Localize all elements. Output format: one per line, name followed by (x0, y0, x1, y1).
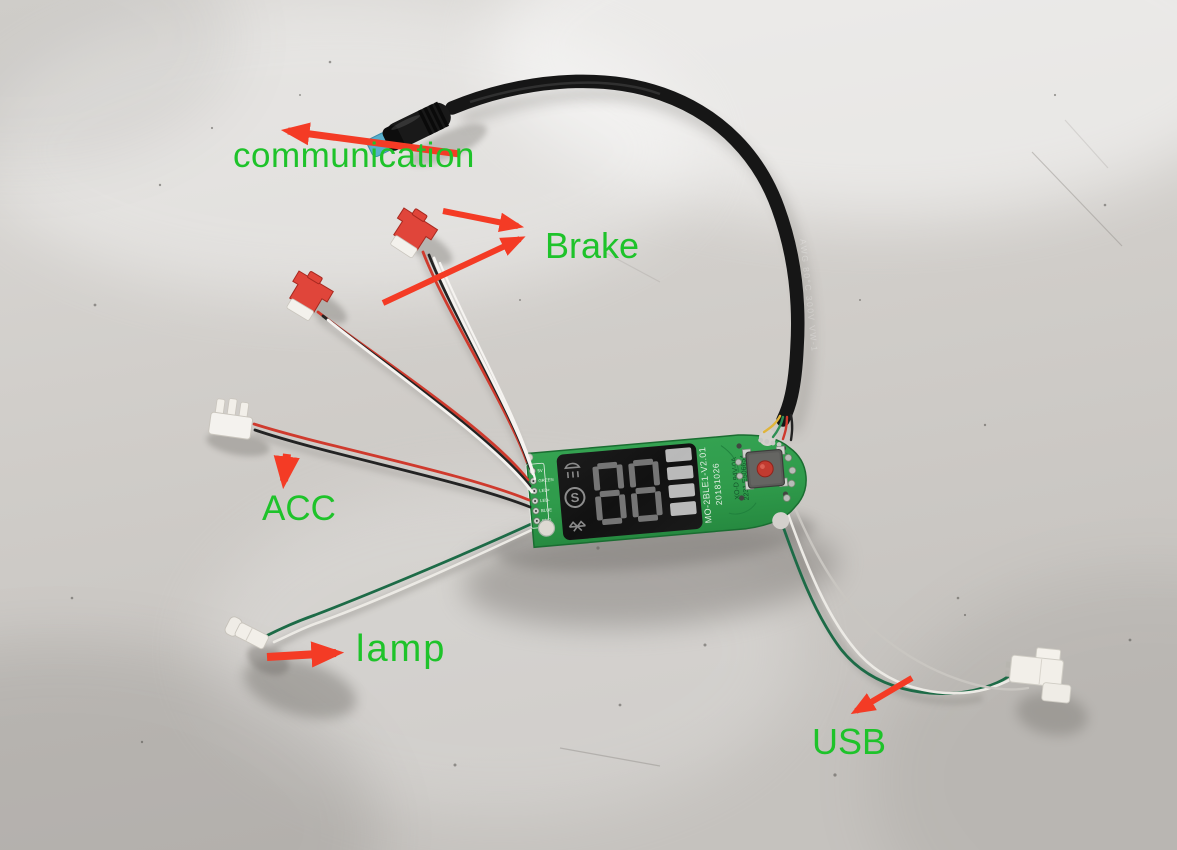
battery-bar (666, 465, 694, 481)
acc-housing (208, 411, 254, 440)
usb-connector-shadow (1016, 692, 1088, 736)
seven-segment-digit (592, 461, 627, 526)
lamp-wire-white (272, 525, 540, 644)
etched-marking-2: 2231 E506654 (740, 454, 751, 500)
brake-connector-1 (390, 207, 439, 259)
lamp-wire-green (264, 518, 542, 638)
pin-label: BLUE (541, 507, 553, 513)
usb-wire-green (778, 516, 1018, 695)
lamp-wires (264, 518, 542, 644)
acc-connector (208, 398, 254, 440)
usb-wire-white (786, 512, 1022, 695)
brake2-latch (307, 271, 323, 285)
acc-wire-black (253, 428, 532, 509)
power-button (742, 445, 789, 490)
cable-body (445, 74, 805, 427)
mounting-hole (537, 519, 556, 537)
bluetooth-icon (568, 520, 586, 532)
communication-label: communication (233, 136, 475, 175)
battery-bar (668, 483, 696, 499)
display-module: S (556, 443, 703, 541)
brake1-wire-white (432, 256, 535, 476)
battery-bar (665, 447, 692, 463)
lamp-connector (224, 616, 269, 650)
pin-pad: LED- (531, 497, 551, 505)
usb-connector-seam (1038, 659, 1043, 685)
seven-segment-digits (592, 458, 663, 526)
annotation-arrows (266, 122, 914, 715)
usb-label: USB (812, 721, 886, 762)
silkscreen-date: 20181026 (710, 462, 724, 505)
pin-label: GREEN (538, 477, 554, 483)
usb-connector (1004, 647, 1072, 704)
usb-wires (778, 506, 1030, 695)
usb-wire-gray (793, 506, 1030, 691)
usb-connector-foot (1041, 682, 1072, 704)
lamp-connector-body (234, 622, 269, 650)
brake2-wire-white (326, 318, 534, 494)
lamp-arrow (266, 641, 345, 668)
brake2-crimp (286, 298, 314, 321)
surface-shade-bottom-left (0, 640, 380, 850)
wire-shadow-3 (252, 431, 530, 510)
acc-arrow (273, 453, 300, 490)
surface-scratches (559, 119, 1123, 767)
lamp-wire-shadow (270, 526, 542, 652)
usb-connector-body (1008, 654, 1064, 688)
communication-arrow (280, 122, 461, 158)
breakout-wire-green (771, 415, 785, 439)
surface-shade-top-left (0, 0, 240, 170)
breakout-wire-yellow (762, 414, 782, 434)
cable-highlight (469, 81, 661, 104)
brake1-crimp (390, 235, 418, 259)
annotation-labels: communication Brake ACC lamp USB (233, 136, 886, 762)
surface-specks (70, 60, 1132, 777)
breakout-wire-black (789, 413, 794, 442)
comm-connector-ridges (417, 101, 450, 136)
pcb-notch-bottom (772, 512, 790, 530)
speed-mode-letter: S (570, 490, 580, 506)
comm-connector-glint (391, 115, 421, 130)
pin-pad: BLUE (532, 507, 553, 515)
brake-label: Brake (545, 225, 639, 266)
brake1-latch (411, 208, 428, 222)
cable-breakout-wires (762, 413, 794, 442)
acc-wire-red (252, 422, 531, 502)
pcb-board: 5V GREEN LED+ LED- BLUE GND S (525, 429, 807, 549)
comm-connector-shadow (409, 124, 487, 166)
pin-label: LED- (540, 497, 551, 503)
button-cap-glint (760, 464, 765, 469)
usb-arrow (850, 675, 914, 715)
acc-label: ACC (262, 489, 336, 528)
battery-bars (665, 447, 697, 517)
brake-arrow-2 (381, 236, 526, 306)
extra-wire-white (438, 261, 537, 481)
lamp-label: lamp (356, 628, 446, 670)
lamp-connector-seam (245, 627, 253, 642)
usb-wire-shadow (784, 524, 983, 705)
battery-bar (669, 501, 697, 517)
harness-wires (252, 250, 537, 509)
speed-mode-icon: S (564, 487, 586, 509)
seven-segment-digit (628, 458, 663, 522)
breakout-wire-red (781, 415, 789, 441)
pin-label: 5V (537, 468, 543, 473)
brake-arrow-1 (442, 208, 525, 233)
pin-label: LED+ (539, 487, 551, 493)
solder-pads-top (758, 437, 782, 447)
solder-pads-right (735, 453, 797, 502)
brake-connector-2 (286, 270, 334, 321)
etched-marking-1: XO-D 94V-0A (731, 457, 742, 500)
acc-shadow (206, 431, 270, 457)
headlight-icon (564, 462, 581, 479)
